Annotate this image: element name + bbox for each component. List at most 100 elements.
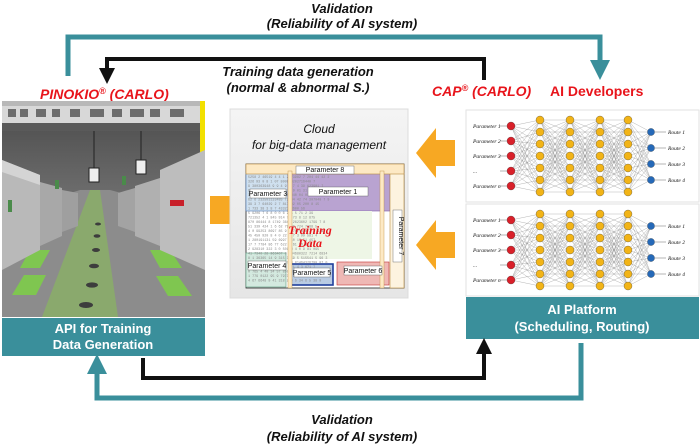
validation-top-line2: (Reliability of AI system) (267, 16, 418, 31)
training-generation-arrow (99, 57, 486, 84)
nn-node (535, 163, 545, 173)
nn-node (623, 221, 633, 231)
nn-node (595, 257, 605, 267)
nn-node (623, 209, 633, 219)
nn-node (623, 151, 633, 161)
table-filler-row: 17 7 7784 86 77 622 5 61 36 0 7 (248, 244, 311, 248)
nn-node (506, 136, 516, 146)
training-generation-line2: (normal & abnormal S.) (226, 80, 369, 95)
nn-input-label: Parameter 3 (472, 154, 501, 160)
validation-top-arrow (65, 34, 610, 80)
table-filler-row: 5 9206 7 6 8 0 0 6 2 1 5 71 2 39 (248, 212, 313, 216)
ai-platform-panel (466, 297, 699, 339)
validation-bottom-arrow (87, 343, 584, 401)
nn-node (535, 115, 545, 125)
nn-node (623, 233, 633, 243)
nn-node (595, 209, 605, 219)
nn-node (595, 233, 605, 243)
nn-node (595, 163, 605, 173)
nn-output-label: Route 1 (667, 224, 685, 230)
nn-node (535, 151, 545, 161)
api-panel (2, 318, 205, 356)
nn-output-label: Route 2 (667, 146, 685, 152)
nn-node (565, 175, 575, 185)
nn-node (535, 233, 545, 243)
nn-input-label: Parameter 1 (472, 124, 501, 130)
nn-node (565, 269, 575, 279)
table-filler-row: 9 380363948 9 9 4 9 0 7 4 39 623901 7 (248, 185, 323, 189)
nn-output-label: Route 3 (667, 162, 685, 168)
simulation-screenshot (2, 101, 205, 317)
nn-node (595, 175, 605, 185)
nn-node (565, 245, 575, 255)
nn-node (565, 281, 575, 291)
table-filler-row: 4 0 99253 8697 85 9 0 707 8 8 7 1 5 3 (248, 230, 323, 234)
nn-node (623, 269, 633, 279)
orange-arrow-left-top (416, 128, 455, 178)
param-7-label: Parameter 7 (397, 217, 404, 256)
nn-node (595, 187, 605, 197)
nn-node (565, 127, 575, 137)
nn-node (623, 163, 633, 173)
nn-node (506, 215, 516, 225)
nn-node (535, 221, 545, 231)
nn-node (565, 139, 575, 149)
ai-platform-line1: AI Platform (547, 302, 616, 317)
nn-node (535, 209, 545, 219)
validation-top-line1: Validation (311, 1, 373, 16)
nn-node (647, 222, 655, 230)
nn-node (565, 151, 575, 161)
nn-output-label: Route 4 (667, 177, 685, 184)
ai-developers-label: AI Developers (550, 83, 644, 99)
table-filler-row: 39 3 7 64029 2 7 817 02 05 200 8 15 (248, 203, 319, 207)
nn-node (535, 281, 545, 291)
nn-input-label: Parameter 3 (472, 248, 501, 254)
table-filler-row: 1 733 38 3 8 7 4332123600 56 (248, 208, 305, 212)
training-data-return-arrow (141, 338, 492, 380)
table-filler-row: 556131 06 5 76 6 1 740 81464326790 07 0 (248, 262, 327, 266)
cloud-subtitle: for big-data management (252, 138, 387, 152)
nn-node (595, 281, 605, 291)
nn-node (623, 281, 633, 291)
table-filler-row: 2 928310 322 3 0 50119 4 0 9 81 095 (248, 248, 319, 252)
table-filler-row: 4 67 6648 9 41 318 2 0 6 34 6 5 38 9 (248, 280, 321, 284)
table-filler-row: 8 1 36365 14 9 315 3359 5 515541 5 96 3 (248, 257, 327, 261)
nn-node (595, 127, 605, 137)
nn-output-label: Route 4 (667, 271, 685, 278)
api-panel-line1: API for Training (55, 321, 152, 336)
param-1-label: Parameter 1 (319, 189, 358, 196)
nn-node (535, 187, 545, 197)
nn-node (595, 221, 605, 231)
nn-node (647, 270, 655, 278)
orange-arrow-left-bottom (416, 220, 455, 270)
nn-output-label: Route 3 (667, 256, 685, 262)
table-filler-row: 326 93 0 8 1 07 8008 4202716440 7 (248, 181, 315, 185)
nn-node (535, 139, 545, 149)
nn-node (506, 230, 516, 240)
nn-node (623, 257, 633, 267)
nn-node (595, 115, 605, 125)
nn-node (647, 176, 655, 184)
nn-node (623, 245, 633, 255)
table-filler-row: 870 86444 8 1749 3640 2623602 1799 7 8 (248, 221, 325, 225)
nn-node (565, 187, 575, 197)
param-5-label: Parameter 5 (293, 270, 332, 277)
nn-input-label: Parameter n (472, 184, 501, 190)
nn-node (506, 181, 516, 191)
nn-node (565, 115, 575, 125)
cloud-title: Cloud (303, 122, 335, 136)
nn-node (506, 245, 516, 255)
nn-node (565, 163, 575, 173)
nn-node (535, 127, 545, 137)
table-filler-row: 1 280191131 59 6997 510 17 51 457 (248, 239, 315, 243)
nn-node (595, 245, 605, 255)
nn-node (506, 275, 516, 285)
nn-node (565, 257, 575, 267)
nn-node (623, 175, 633, 185)
table-filler-row: 51 339 424 1 6 62 79 09 724 7088 5 (248, 226, 317, 230)
nn-node (535, 257, 545, 267)
nn-output-label: Route 1 (667, 130, 685, 136)
training-data-line2: Data (297, 236, 322, 250)
